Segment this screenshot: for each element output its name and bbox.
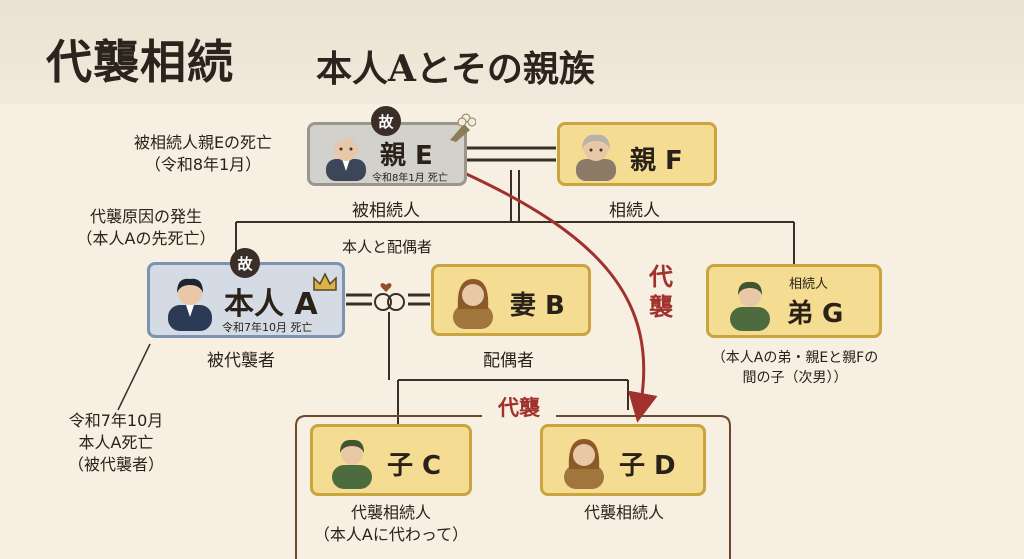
- death-date-note: 令和7年10月 死亡: [222, 321, 313, 334]
- node-parent-f: 親 F: [557, 122, 717, 186]
- node-child-d: 子 D: [540, 424, 706, 496]
- node-caption: 相続人: [609, 201, 660, 221]
- brother-g-caption: （本人Aの弟・親Eと親Fの 間の子（次男））: [711, 350, 879, 386]
- node-label: 親 E: [380, 141, 433, 171]
- node-parent-e: 親 E 令和8年1月 死亡: [307, 122, 467, 186]
- pointer-line: [117, 343, 151, 411]
- page-subtitle: 本人Aとその親族: [316, 48, 595, 90]
- wedding-rings-icon: [374, 283, 405, 311]
- daishu-arrow: [461, 170, 658, 423]
- woman-icon: [453, 279, 493, 329]
- girl-icon: [564, 439, 604, 489]
- node-brother-g: 相続人 弟 G: [706, 264, 882, 338]
- node-label: 親 F: [630, 146, 683, 176]
- note-cause: 代襲原因の発生 （本人Aの先死亡）: [76, 207, 216, 248]
- node-label: 子 D: [619, 451, 676, 481]
- node-caption: 被相続人: [352, 201, 420, 221]
- daishu-group-label: 代襲: [482, 392, 556, 422]
- death-date-note: 令和8年1月 死亡: [372, 173, 448, 184]
- flower-bouquet-icon: [450, 113, 476, 142]
- page-title: 代襲相続: [46, 35, 234, 89]
- elderly-woman-icon: [576, 134, 616, 181]
- couple-label: 本人と配偶者: [342, 238, 433, 256]
- node-label: 弟 G: [787, 299, 844, 329]
- man-icon: [168, 278, 212, 331]
- node-caption: 被代襲者: [207, 351, 275, 371]
- marriage-line-e-f: [467, 146, 556, 162]
- note-death-a: 令和7年10月 本人A死亡 （被代襲者）: [67, 411, 164, 474]
- child-d-caption: 代襲相続人: [583, 503, 664, 522]
- node-caption: 配偶者: [483, 351, 534, 371]
- role-label: 相続人: [789, 277, 829, 292]
- note-death-e: 被相続人親Eの死亡 （令和8年1月）: [133, 133, 273, 174]
- node-label: 本人 A: [224, 287, 318, 322]
- node-label: 妻 B: [510, 291, 565, 321]
- boy-icon: [332, 439, 372, 489]
- daishu-vertical-label: 代 襲: [649, 263, 673, 321]
- node-child-c: 子 C: [310, 424, 472, 496]
- man-icon: [730, 281, 770, 331]
- deceased-badge: 故: [371, 106, 401, 136]
- node-spouse-b: 妻 B: [431, 264, 591, 336]
- header-band: [0, 0, 1024, 104]
- marriage-line-a-b: [346, 293, 430, 306]
- crown-icon: [313, 272, 337, 291]
- deceased-badge: 故: [230, 248, 260, 278]
- node-label: 子 C: [387, 451, 442, 481]
- child-c-caption: 代襲相続人 （本人Aに代わって）: [313, 503, 469, 544]
- elderly-man-icon: [326, 137, 366, 181]
